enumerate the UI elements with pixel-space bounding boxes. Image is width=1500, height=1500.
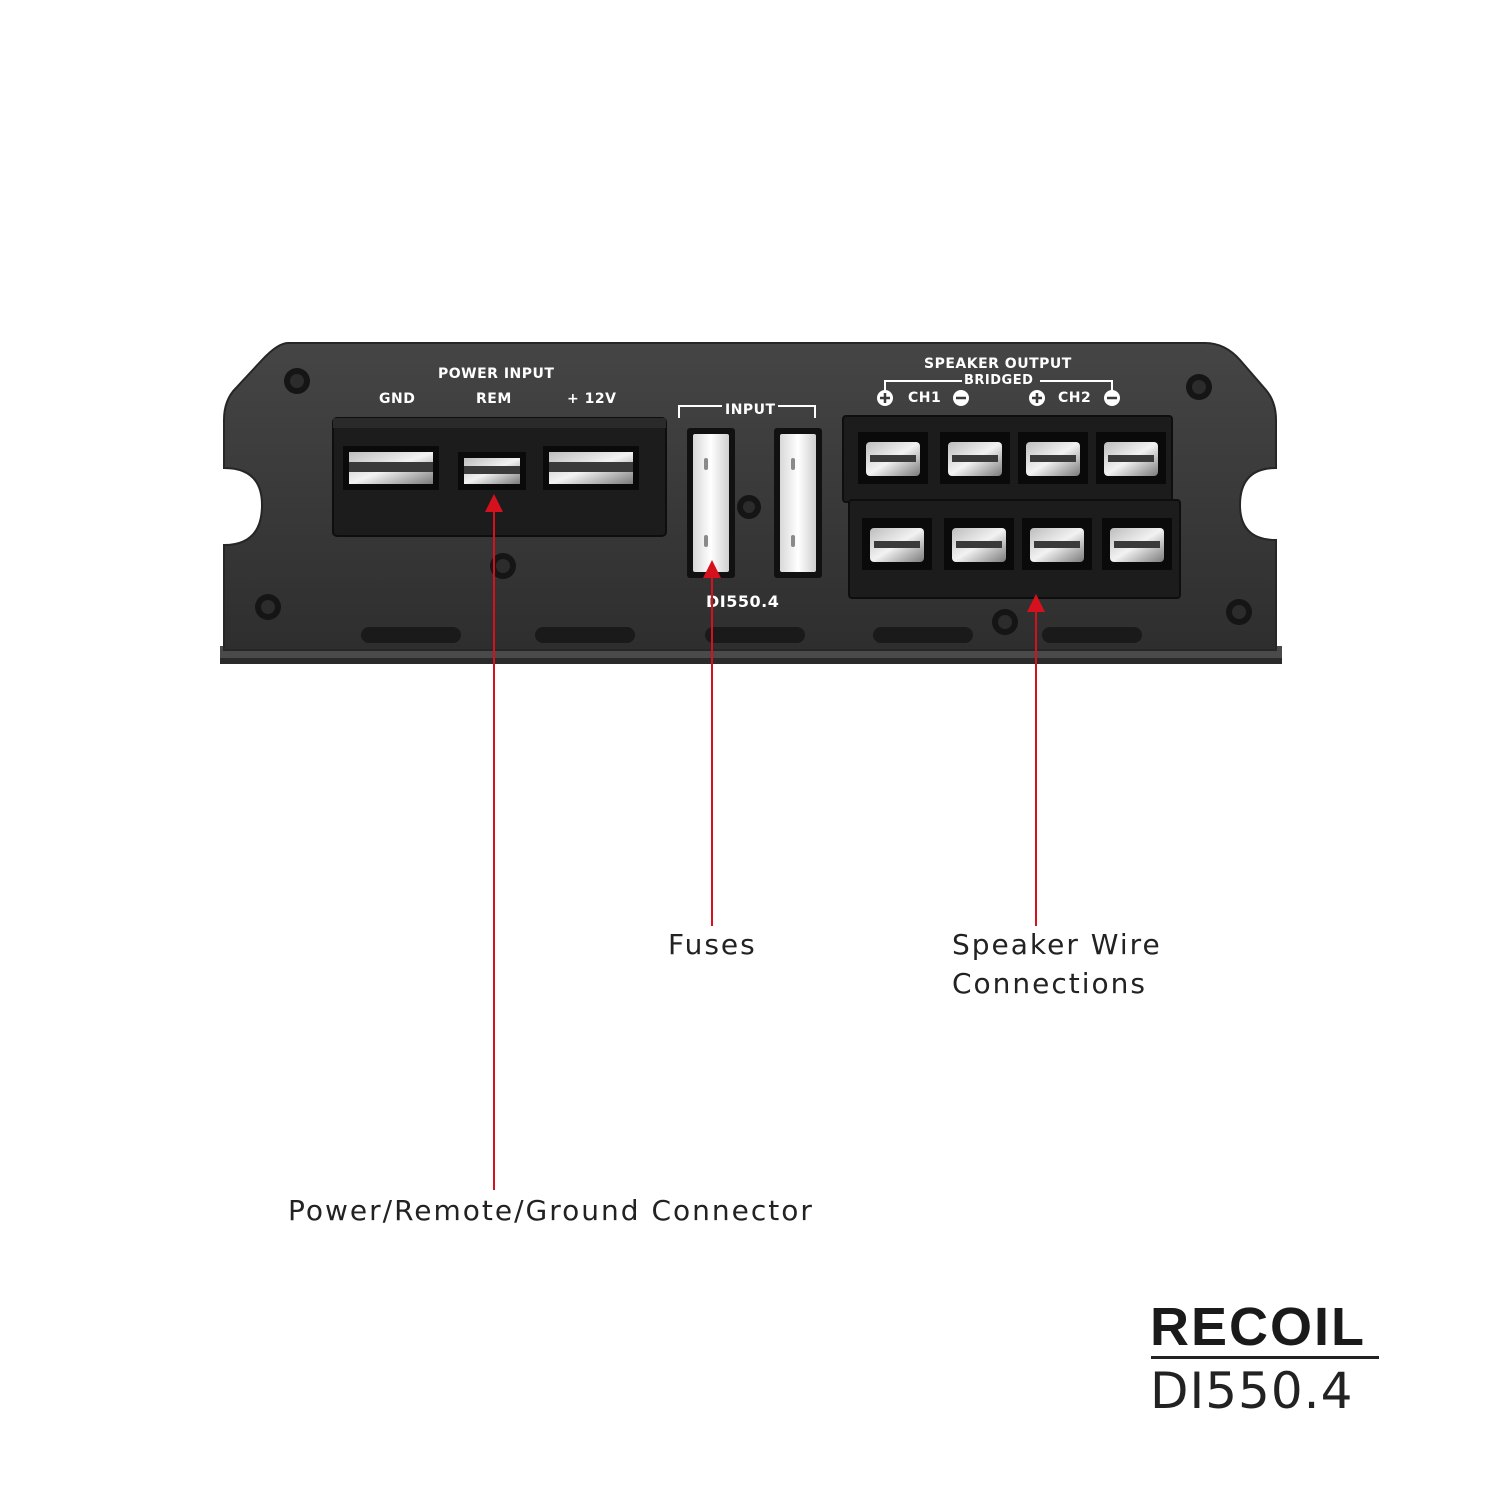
power-callout-arrow xyxy=(485,494,503,1190)
fuse-left xyxy=(687,428,735,578)
rem-label: REM xyxy=(476,391,512,407)
ch2-label: CH2 xyxy=(1058,390,1092,406)
fuses-callout-arrow xyxy=(703,560,721,926)
bridged-label: BRIDGED xyxy=(964,373,1034,388)
input-label: INPUT xyxy=(725,402,776,418)
recoil-logo: RECOIL xyxy=(1150,1297,1367,1357)
panel-screws xyxy=(255,368,1252,635)
power-input-label: POWER INPUT xyxy=(438,366,555,382)
polarity-symbols xyxy=(877,390,1120,406)
speaker-output-label: SPEAKER OUTPUT xyxy=(924,356,1072,372)
speaker-terminal-block xyxy=(842,415,1181,599)
gnd-label: GND xyxy=(379,391,416,407)
bridged-bracket xyxy=(884,380,1113,392)
panel-model-label: DI550.4 xyxy=(706,592,780,611)
speaker-callout-arrow xyxy=(1027,594,1045,926)
ch1-label: CH1 xyxy=(908,390,942,406)
brand-divider xyxy=(1151,1356,1379,1359)
fuses-callout: Fuses xyxy=(668,928,757,961)
plus12v-label: + 12V xyxy=(567,391,617,407)
speaker-wire-callout-line1: Speaker Wire xyxy=(952,928,1162,961)
power-callout: Power/Remote/Ground Connector xyxy=(288,1194,814,1227)
speaker-wire-callout-line2: Connections xyxy=(952,967,1148,1000)
input-bracket xyxy=(678,405,816,418)
amplifier-base-shadow xyxy=(220,658,1282,664)
power-terminal-block xyxy=(332,417,667,537)
fuse-right xyxy=(774,428,822,578)
amplifier-end-panel xyxy=(220,342,1282,664)
brand-model-number: DI550.4 xyxy=(1150,1362,1354,1420)
vent-slots xyxy=(361,627,1142,643)
